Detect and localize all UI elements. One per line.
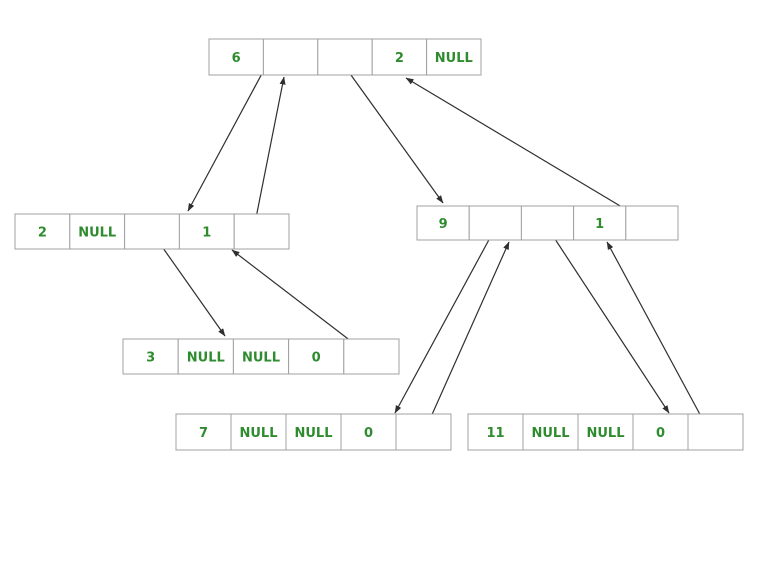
tree-node-11-cell-4 — [687, 413, 744, 451]
tree-node-7-cell-4 — [395, 413, 452, 451]
tree-node-2-cell-1 — [69, 213, 126, 250]
tree-node-11-cell-3-label: 0 — [656, 426, 665, 441]
tree-node-2-cell-4 — [233, 213, 290, 250]
tree-node-6-cell-0-label: 6 — [232, 51, 241, 66]
tree-node-3-cell-1-label: NULL — [187, 351, 225, 366]
tree-node-9-cell-0 — [416, 205, 470, 241]
tree-node-3-cell-4 — [343, 338, 400, 375]
tree-node-6-cell-4-label: NULL — [435, 51, 473, 66]
tree-node-11-cell-2-label: NULL — [586, 426, 624, 441]
node-9-parent-pointer-to-node-6-arrow — [405, 77, 653, 226]
node-6-right-pointer-to-node-9-arrow — [337, 56, 444, 204]
tree-node-6: 6 2 NULL — [208, 38, 482, 76]
tree-node-2-cell-0 — [14, 213, 71, 250]
tree-node-7-cell-2 — [285, 413, 342, 451]
tree-node-11-cell-3 — [632, 413, 689, 451]
tree-node-6-cell-3-label: 2 — [395, 51, 404, 66]
tree-node-3: 3 NULL NULL 0 — [122, 338, 400, 375]
tree-node-9-cell-3-label: 1 — [595, 217, 604, 232]
tree-node-2: 2 NULL 1 — [14, 213, 290, 250]
tree-node-3-cell-2-label: NULL — [242, 351, 280, 366]
tree-node-11: 11 NULL NULL 0 — [467, 413, 744, 451]
node-7-parent-pointer-to-node-9-arrow — [425, 241, 510, 429]
tree-node-3-cell-1 — [177, 338, 234, 375]
tree-node-9-cell-1 — [468, 205, 522, 241]
tree-node-3-cell-0 — [122, 338, 179, 375]
node-11-parent-pointer-to-node-9-arrow — [606, 241, 704, 421]
tree-node-7-cell-2-label: NULL — [294, 426, 332, 441]
tree-node-9-cell-0-label: 9 — [439, 217, 448, 232]
tree-node-7-cell-0 — [175, 413, 232, 451]
tree-node-6-cell-1 — [262, 38, 319, 76]
tree-node-7-cell-0-label: 7 — [199, 426, 208, 441]
tree-node-3-cell-0-label: 3 — [146, 351, 155, 366]
tree-node-7-cell-1-label: NULL — [239, 426, 277, 441]
tree-node-7: 7 NULL NULL 0 — [175, 413, 452, 451]
tree-node-6-cell-4 — [426, 38, 482, 76]
tree-node-11-cell-0 — [467, 413, 524, 451]
tree-node-9-cell-3 — [573, 205, 627, 241]
tree-node-9-cell-2 — [520, 205, 575, 241]
tree-node-2-cell-3 — [178, 213, 235, 250]
tree-node-3-cell-3 — [288, 338, 345, 375]
node-9-right-pointer-to-node-11-arrow — [552, 235, 670, 414]
tree-node-2-cell-1-label: NULL — [78, 226, 116, 241]
tree-node-7-cell-1 — [230, 413, 287, 451]
tree-node-6-cell-3 — [371, 38, 428, 76]
tree-node-7-cell-3-label: 0 — [364, 426, 373, 441]
node-6-left-pointer-to-node-2-arrow — [187, 54, 273, 212]
tree-node-7-cell-3 — [340, 413, 397, 451]
tree-node-11-cell-0-label: 11 — [486, 426, 504, 441]
tree-node-3-cell-2 — [232, 338, 290, 375]
tree-node-11-cell-2 — [577, 413, 634, 451]
node-9-left-pointer-to-node-7-arrow — [394, 235, 492, 414]
tree-node-2-cell-2 — [124, 213, 180, 250]
tree-node-6-cell-2 — [317, 38, 373, 76]
node-2-parent-pointer-to-node-6-arrow — [253, 76, 286, 229]
tree-node-2-cell-0-label: 2 — [38, 226, 47, 241]
tree-node-11-cell-1-label: NULL — [531, 426, 569, 441]
tree-node-2-cell-3-label: 1 — [202, 226, 211, 241]
tree-node-9-cell-4 — [625, 205, 679, 241]
tree-node-3-cell-3-label: 0 — [312, 351, 321, 366]
tree-node-11-cell-1 — [522, 413, 579, 451]
